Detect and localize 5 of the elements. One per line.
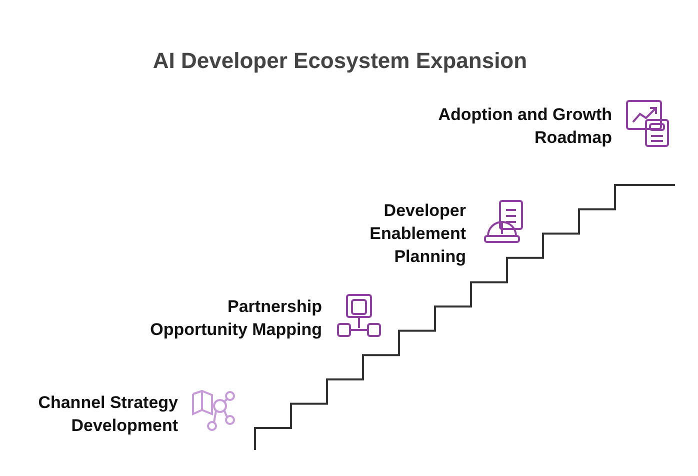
step-label: Adoption and Growth Roadmap [437,104,612,149]
title: AI Developer Ecosystem Expansion [152,48,528,74]
step-label: Channel Strategy Development [37,392,178,437]
step-label: Developer Enablement Planning [368,200,466,268]
step-label: Partnership Opportunity Mapping [149,296,322,341]
